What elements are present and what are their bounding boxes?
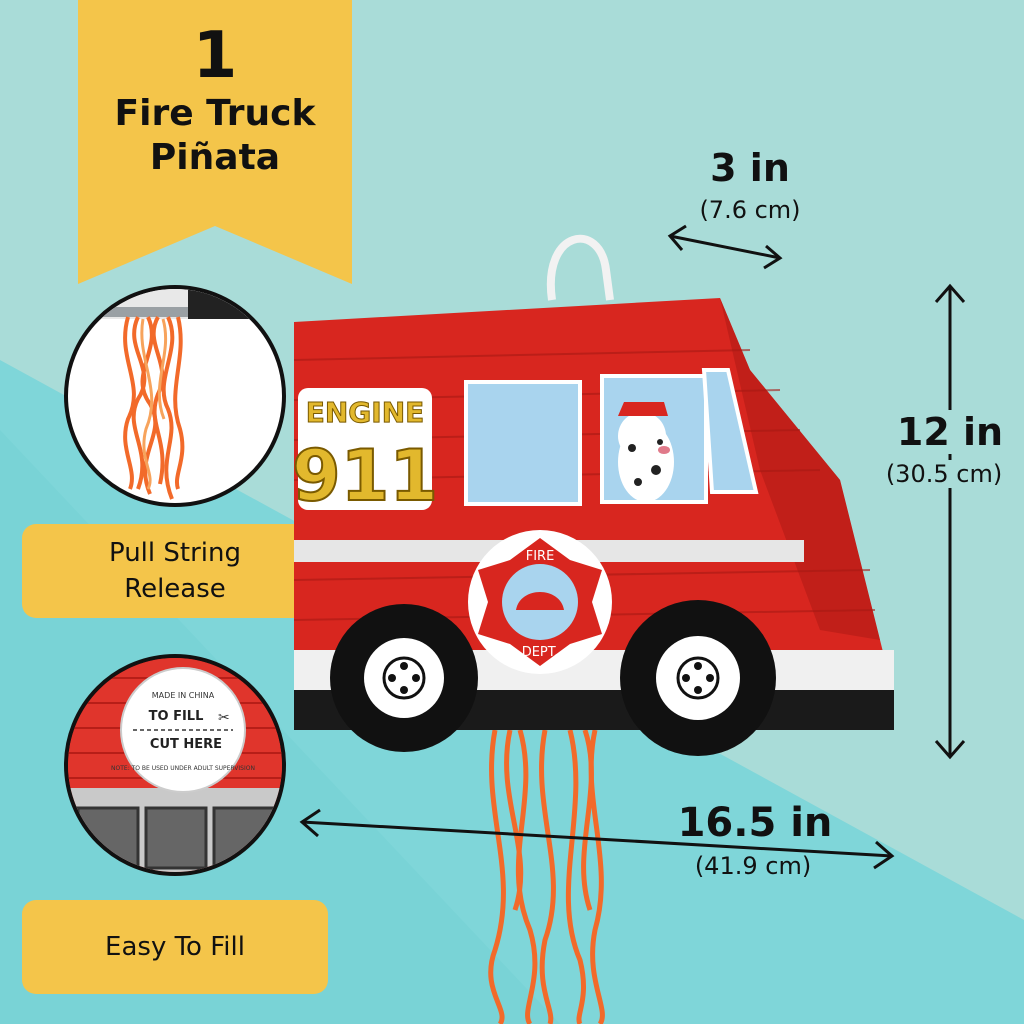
height-cm: (30.5 cm) <box>866 460 1022 488</box>
engine-word: ENGINE <box>306 396 425 429</box>
pull-string-label: Pull String Release <box>22 524 328 618</box>
rear-wheel <box>330 604 478 752</box>
title-banner <box>78 0 352 284</box>
hanging-loop <box>546 234 614 301</box>
pull-string-line-2: Release <box>124 574 226 604</box>
sticker-note: NOTE: TO BE USED UNDER ADULT SUPERVISION <box>111 765 255 772</box>
engine-panel <box>298 388 432 510</box>
pull-string-line-1: Pull String <box>108 538 241 568</box>
side-window <box>464 380 582 506</box>
sticker-to-fill: TO FILL <box>149 709 204 724</box>
product-count: 1 <box>192 19 238 93</box>
sticker-made-in: MADE IN CHINA <box>152 691 215 700</box>
depth-cm: (7.6 cm) <box>699 196 801 224</box>
scissors-icon: ✂ <box>218 710 230 726</box>
sticker-cut-here: CUT HERE <box>150 737 222 752</box>
front-wheel <box>620 600 776 756</box>
title-line-2: Piñata <box>149 137 281 178</box>
badge-top-text: FIRE <box>526 549 555 564</box>
length-cm: (41.9 cm) <box>694 852 812 880</box>
badge-bottom-text: DEPT. <box>522 645 559 660</box>
windshield <box>701 368 759 494</box>
title-line-1: Fire Truck <box>114 93 316 134</box>
length-inches: 16.5 in <box>677 800 833 846</box>
easy-fill-text: Easy To Fill <box>105 932 245 962</box>
height-inches: 12 in <box>880 410 1020 454</box>
title-text: 1 Fire Truck Piñata <box>78 20 352 180</box>
fire-dept-badge: FIRE DEPT. <box>468 530 612 674</box>
pull-string-photo <box>64 285 286 507</box>
dalmatian-driver <box>618 402 674 502</box>
fire-truck-pinata: ENGINE 911 FIRE DEPT. <box>291 234 894 1024</box>
engine-number: 911 <box>292 435 438 517</box>
pull-streamers <box>488 729 605 1024</box>
easy-fill-label: Easy To Fill <box>22 900 328 994</box>
depth-inches: 3 in <box>710 146 790 190</box>
